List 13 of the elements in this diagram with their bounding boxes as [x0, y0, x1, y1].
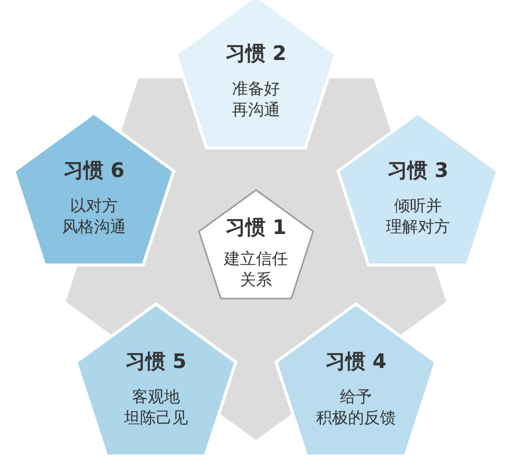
habit-heading: 习惯 4	[326, 348, 386, 375]
habit-heading: 习惯 3	[388, 157, 448, 184]
habit-heading: 习惯 6	[64, 157, 124, 184]
habit-description: 倾听并理解对方	[386, 195, 450, 237]
habit-description: 给予积极的反馈	[316, 386, 396, 428]
habit-description: 准备好再沟通	[232, 78, 280, 120]
pentagon-node	[196, 188, 316, 301]
habit-description: 建立信任关系	[224, 248, 288, 290]
habit-heading: 习惯 5	[126, 348, 186, 375]
habit-heading: 习惯 2	[226, 40, 286, 67]
habit-heading: 习惯 1	[226, 214, 286, 241]
habit-description: 以对方风格沟通	[62, 195, 126, 237]
habit-description: 客观地坦陈己见	[124, 386, 188, 428]
